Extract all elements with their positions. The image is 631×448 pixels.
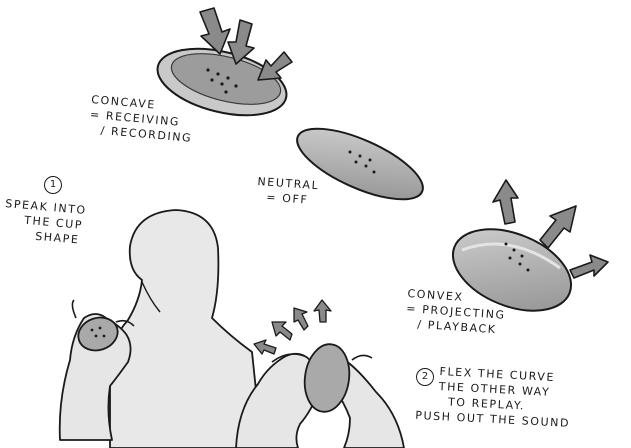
step-1-number: 1 [44,176,62,194]
person-silhouette [110,210,262,448]
step-2-number: 2 [416,368,434,386]
outgoing-arrow-2 [540,206,576,248]
neutral-label: NEUTRAL = OFF [256,174,320,208]
convex-label: CONVEX = PROJECTING / PLAYBACK [405,286,507,338]
flex-arrow-1 [272,322,292,340]
outgoing-arrow-3 [570,255,608,278]
incoming-arrow-3 [258,52,292,80]
flex-arrows [254,300,331,354]
incoming-arrow-1 [200,8,230,54]
outgoing-arrow-1 [493,180,518,224]
step-1-text: SPEAK INTO THE CUP SHAPE [2,196,87,248]
flex-arrow-3 [314,300,331,322]
hands-flexing-disc [236,341,404,448]
concave-label: CONCAVE = RECEIVING / RECORDING [88,92,195,146]
flex-arrow-4 [254,340,276,354]
step-2-text: FLEX THE CURVE THE OTHER WAY TO REPLAY. … [437,364,573,431]
flex-arrow-2 [294,308,308,330]
